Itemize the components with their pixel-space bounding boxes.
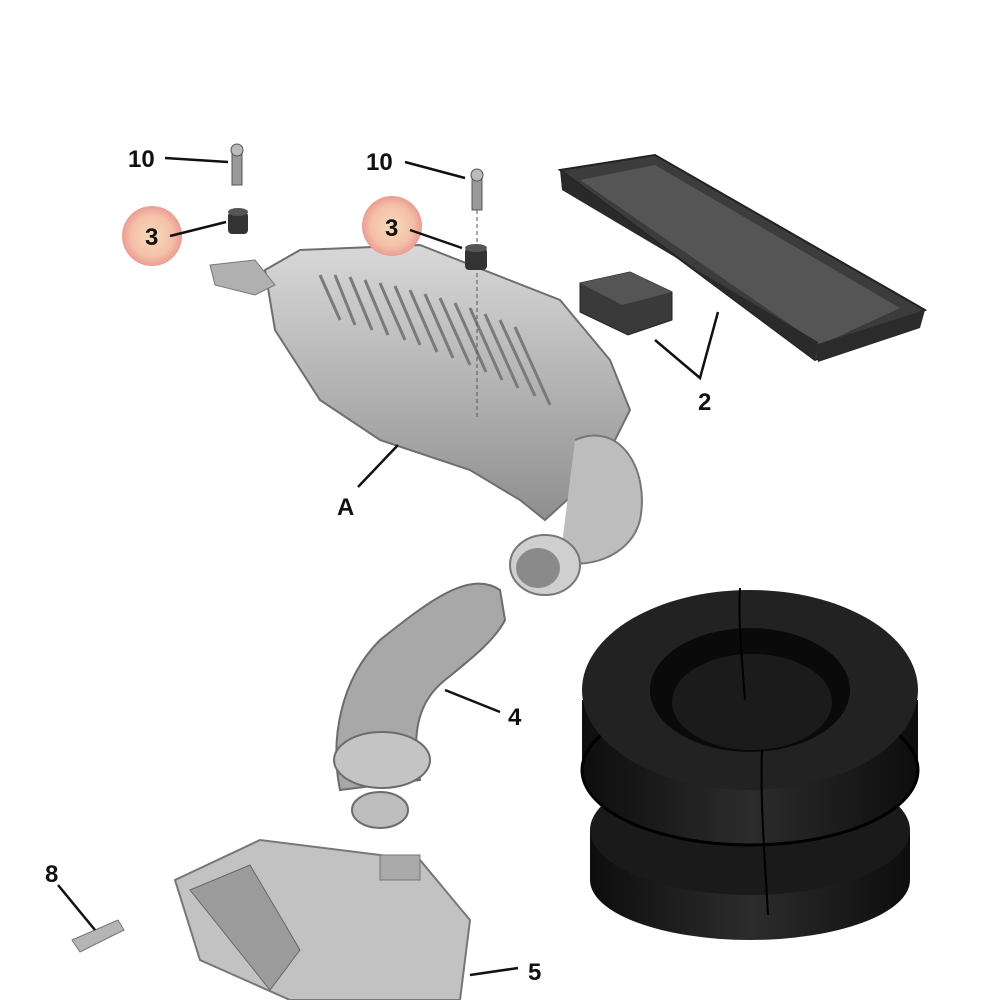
label-bolt-right: 10 bbox=[366, 149, 393, 176]
intake-hose bbox=[333, 582, 507, 829]
label-lower-housing: 5 bbox=[528, 959, 541, 986]
bolt-left bbox=[230, 143, 244, 186]
lower-housing bbox=[173, 838, 472, 1000]
small-grommet-left bbox=[228, 208, 248, 234]
highlight-circle-right bbox=[362, 196, 422, 256]
label-grommet-right: 3 bbox=[385, 215, 398, 242]
leader-lines bbox=[57, 156, 720, 977]
rubber-grommet-photo bbox=[580, 587, 920, 940]
clip-part bbox=[71, 919, 125, 953]
air-box-housing bbox=[209, 243, 643, 596]
label-bolt-left: 10 bbox=[128, 146, 155, 173]
label-filter: 2 bbox=[698, 389, 711, 416]
highlight-circle-left bbox=[122, 206, 182, 266]
air-filter-element bbox=[557, 153, 928, 362]
small-grommet-right bbox=[465, 244, 487, 270]
label-grommet-left: 3 bbox=[145, 224, 158, 251]
label-hose: 4 bbox=[508, 704, 522, 731]
label-clip: 8 bbox=[45, 861, 58, 888]
label-air-box: A bbox=[337, 494, 354, 521]
